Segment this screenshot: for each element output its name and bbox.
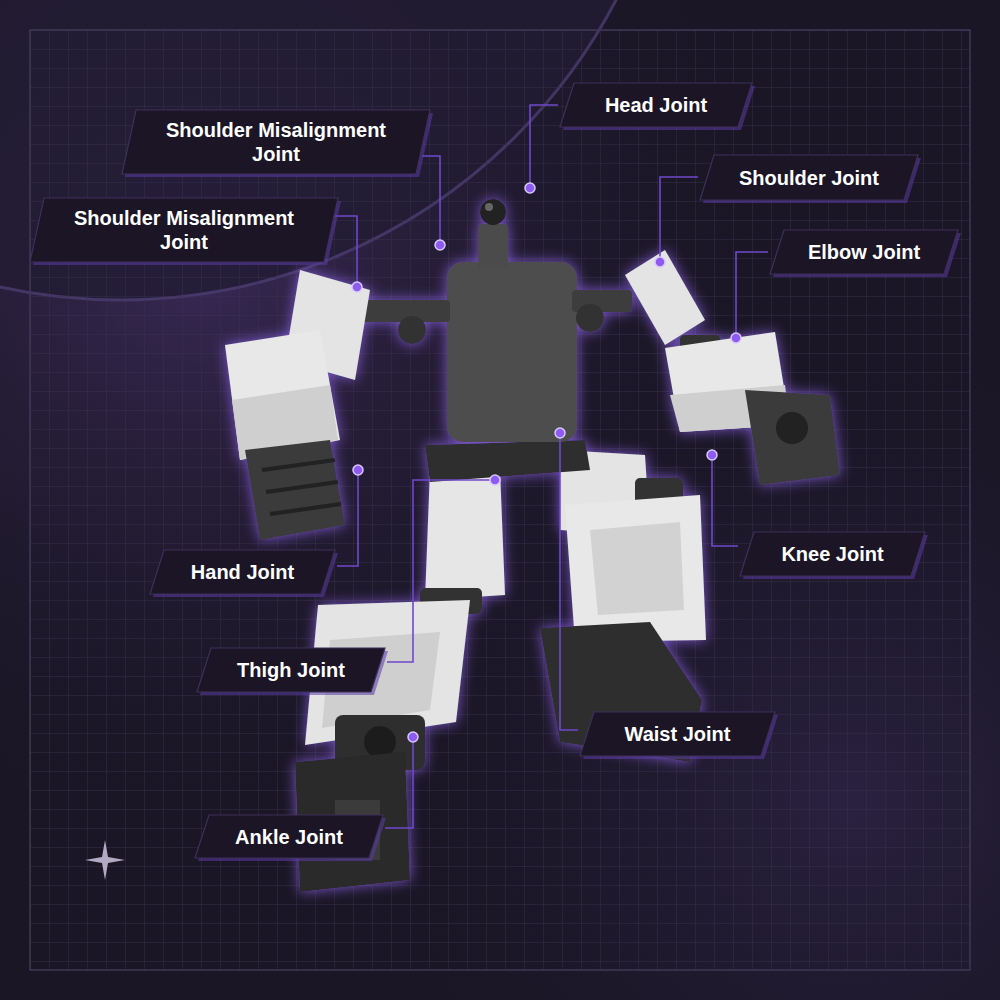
left-fist-fingers — [262, 460, 341, 514]
left-forearm — [225, 330, 340, 460]
label-inner: Shoulder Joint — [700, 155, 918, 200]
left-fist — [245, 440, 345, 540]
leader-line — [660, 177, 698, 257]
left-shoulder-ball — [398, 316, 426, 344]
right-upper-arm — [625, 250, 705, 345]
leader-line — [712, 460, 738, 546]
label-inner: Head Joint — [560, 83, 752, 127]
callout-dot — [353, 465, 363, 475]
part-name: Thigh Joint — [237, 658, 345, 682]
grid — [30, 30, 970, 970]
part-name: Shoulder Misalignment Joint — [59, 206, 309, 254]
right-shin — [565, 495, 706, 642]
label-inner: Hand Joint — [150, 550, 335, 594]
label-inner: Thigh Joint — [197, 648, 385, 692]
leader-line — [530, 105, 558, 183]
head-ball — [480, 199, 506, 225]
label-plate-fill — [122, 110, 430, 174]
leader-line — [736, 252, 768, 333]
callout-label: Head Joint — [560, 83, 752, 127]
callout-dot — [655, 257, 665, 267]
label-plate-fill — [580, 712, 775, 756]
label-plate-fill — [740, 532, 925, 576]
grid-border — [30, 30, 970, 970]
label-inner: Knee Joint — [740, 532, 925, 576]
leader-line — [422, 156, 440, 240]
label-inner: Elbow Joint — [770, 230, 958, 274]
callout-dot — [731, 333, 741, 343]
label-plate-fill — [700, 155, 918, 200]
label-inner: Ankle Joint — [195, 815, 383, 858]
label-plate-fill — [197, 648, 385, 692]
leader-line — [387, 480, 490, 662]
callout-dot — [435, 240, 445, 250]
callout-label: Shoulder Misalignment Joint — [122, 110, 430, 174]
label-inner: Shoulder Misalignment Joint — [122, 110, 430, 174]
left-ankle-pin — [364, 726, 396, 758]
part-name: Elbow Joint — [808, 240, 920, 264]
label-inner: Shoulder Misalignment Joint — [30, 198, 338, 262]
label-plate-fill — [195, 815, 383, 858]
torso — [447, 262, 577, 442]
label-plate-fill — [30, 198, 338, 262]
hip-plate — [425, 440, 590, 482]
callout-label: Waist Joint — [580, 712, 775, 756]
leader-line — [337, 475, 358, 566]
callout-label: Hand Joint — [150, 550, 335, 594]
label-plate-fill — [150, 550, 335, 594]
leader-line — [560, 438, 578, 730]
leader-line — [385, 742, 413, 828]
head-highlight — [485, 203, 493, 211]
callout-dot — [707, 450, 717, 460]
neck — [478, 224, 508, 268]
right-shoulder-ball — [576, 304, 604, 332]
callout-dot — [525, 183, 535, 193]
callout-dot — [555, 428, 565, 438]
callout-dot — [352, 282, 362, 292]
part-name: Shoulder Misalignment Joint — [151, 118, 401, 166]
part-name: Waist Joint — [625, 722, 731, 746]
star — [85, 840, 125, 880]
callout-dot — [408, 732, 418, 742]
right-fist-hole — [776, 412, 808, 444]
part-name: Knee Joint — [781, 542, 883, 566]
robot-figure — [225, 199, 840, 892]
callout-label: Thigh Joint — [197, 648, 385, 692]
callout-label: Elbow Joint — [770, 230, 958, 274]
label-plate-fill — [560, 83, 752, 127]
callout-label: Knee Joint — [740, 532, 925, 576]
right-shin-panel — [590, 522, 684, 615]
label-plate-fill — [770, 230, 958, 274]
left-thigh — [425, 470, 505, 600]
right-fist — [745, 390, 840, 485]
leader-line — [332, 216, 357, 282]
callout-label: Shoulder Misalignment Joint — [30, 198, 338, 262]
part-name: Head Joint — [605, 93, 707, 117]
part-name: Hand Joint — [191, 560, 294, 584]
part-name: Shoulder Joint — [739, 166, 879, 190]
callout-dot — [490, 475, 500, 485]
callout-label: Shoulder Joint — [700, 155, 918, 200]
callout-label: Ankle Joint — [195, 815, 383, 858]
part-name: Ankle Joint — [235, 825, 343, 849]
label-inner: Waist Joint — [580, 712, 775, 756]
